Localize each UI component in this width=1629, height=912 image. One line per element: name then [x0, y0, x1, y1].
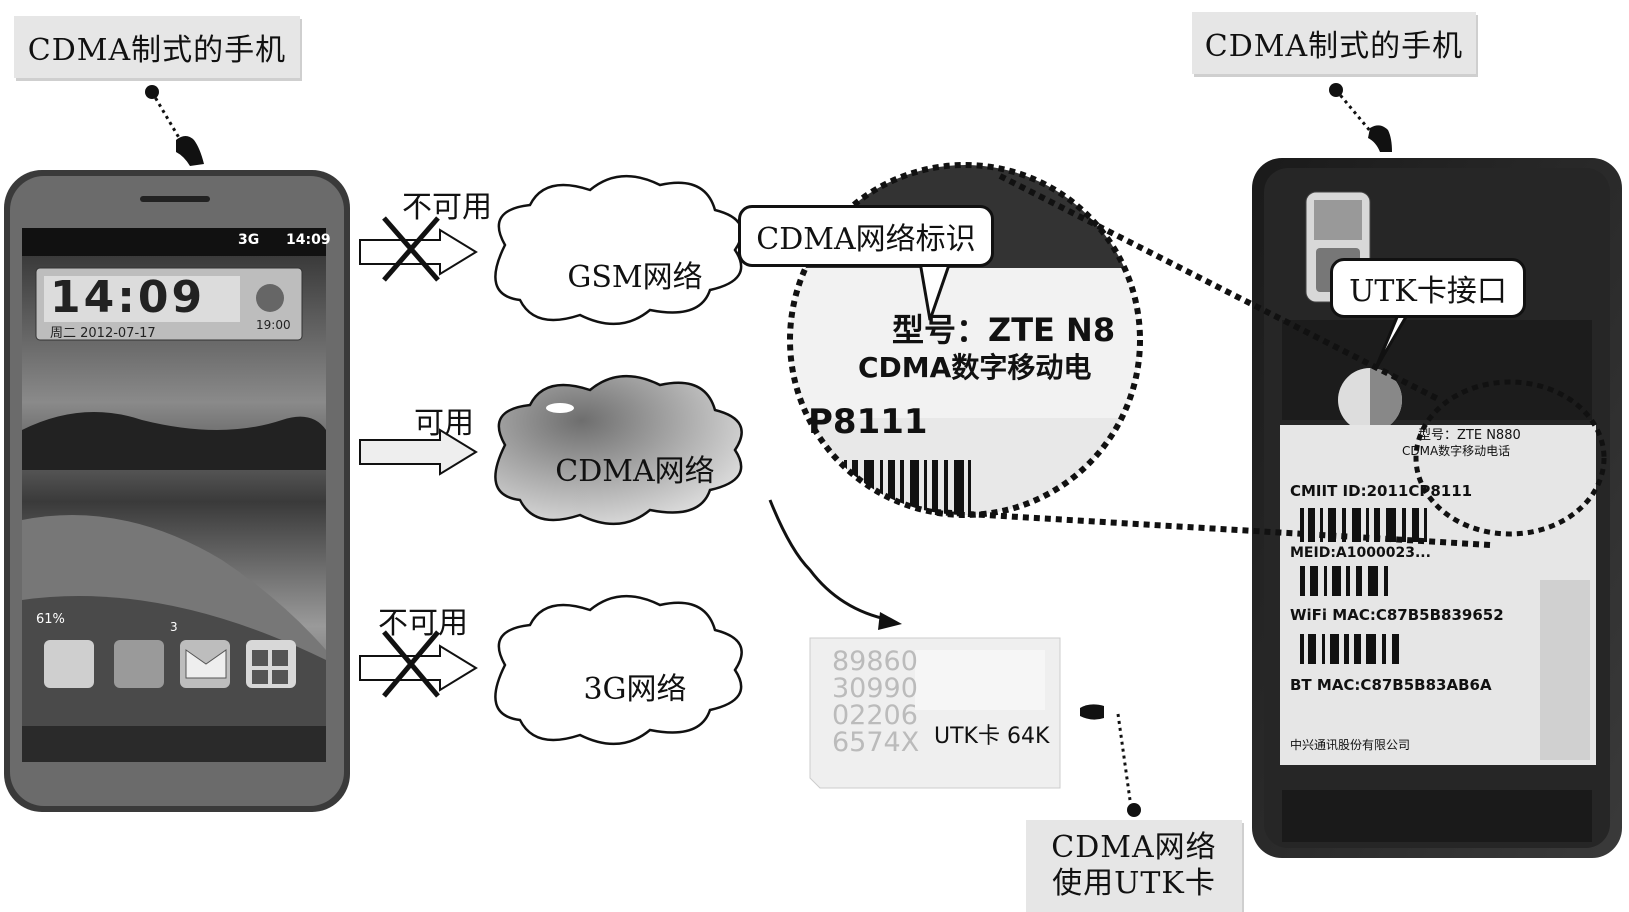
cloud-cdma: [494, 374, 743, 526]
battery-level: 61%: [36, 612, 65, 627]
utk-usage-tag: CDMA网络 使用UTK卡: [1026, 820, 1242, 912]
cdma-mark-callout: CDMA网络标识: [738, 205, 994, 267]
right-phone-pointer: [1329, 83, 1392, 152]
left-phone-tag-text: CDMA制式的手机: [27, 33, 287, 68]
left-phone-pointer: [145, 85, 204, 166]
cloud-cdma-text: CDMA网络: [555, 454, 715, 489]
sim-pointer: [1080, 704, 1141, 817]
sim-digits: 89860 30990 02206 6574X: [832, 648, 919, 756]
cdma-label: 可用: [414, 406, 474, 441]
cdma-to-sim-arrow: [768, 499, 891, 622]
cloud-3g-text: 3G网络: [583, 672, 687, 707]
arrow-gsm: [359, 216, 478, 282]
right-phone-tag-text: CDMA制式的手机: [1204, 29, 1464, 64]
status-time: 14:09: [286, 232, 331, 248]
sim-digit-line: 30990: [832, 673, 918, 704]
label-maker: 中兴通讯股份有限公司: [1290, 738, 1411, 752]
widget-date: 周二 2012-07-17: [50, 326, 156, 341]
sim-digit-line: 02206: [832, 700, 918, 731]
3g-label: 不可用: [378, 606, 468, 641]
zoom-line-top: [998, 173, 1442, 403]
cloud-gsm-text: GSM网络: [567, 260, 703, 295]
cdma-mark-callout-text: CDMA网络标识: [756, 222, 976, 257]
status-signal: 3G: [238, 232, 260, 248]
mag-line-type: CDMA数字移动电: [858, 351, 1092, 384]
cloud-3g: [494, 594, 743, 746]
label-wifi: WiFi MAC:C87B5B839652: [1290, 606, 1504, 624]
arrow-3g: [359, 630, 478, 698]
utk-usage-tag-line2: 使用UTK卡: [1052, 866, 1216, 901]
sim-card: [809, 637, 1061, 789]
label-bt: BT MAC:C87B5B83AB6A: [1290, 676, 1492, 694]
arrowhead: [878, 612, 902, 630]
right-phone-tag: CDMA制式的手机: [1192, 12, 1476, 74]
arrow-cdma: [359, 428, 478, 476]
label-meid: MEID:A1000023...: [1290, 545, 1431, 561]
label-model: 型号：ZTE N880: [1418, 428, 1521, 443]
cloud-highlight: [546, 403, 574, 413]
label-cmiit: CMIIT ID:2011CP8111: [1290, 482, 1473, 500]
sim-label: UTK卡 64K: [934, 724, 1050, 749]
sim-digit-line: 89860: [832, 646, 918, 677]
utk-usage-tag-line1: CDMA网络: [1051, 830, 1217, 865]
zoom-line-bottom: [934, 509, 1491, 548]
widget-clock: 14:09: [50, 272, 206, 323]
page-indicator: 3: [170, 620, 178, 634]
left-phone: [4, 170, 350, 812]
mag-code: P8111: [808, 402, 928, 442]
gsm-label: 不可用: [402, 190, 492, 225]
utk-port-callout-text: UTK卡接口: [1349, 274, 1507, 309]
left-phone-tag: CDMA制式的手机: [14, 16, 300, 78]
phone-barcodes: [1300, 508, 1427, 664]
zoom-source-ellipse: [1413, 379, 1607, 537]
utk-port-callout: UTK卡接口: [1330, 258, 1526, 318]
sim-digit-line: 6574X: [832, 727, 920, 758]
widget-alarm: 19:00: [256, 318, 291, 332]
cloud-gsm: [494, 174, 743, 326]
label-type: CDMA数字移动电话: [1402, 444, 1511, 458]
mag-line-model: 型号：ZTE N8: [892, 311, 1116, 349]
